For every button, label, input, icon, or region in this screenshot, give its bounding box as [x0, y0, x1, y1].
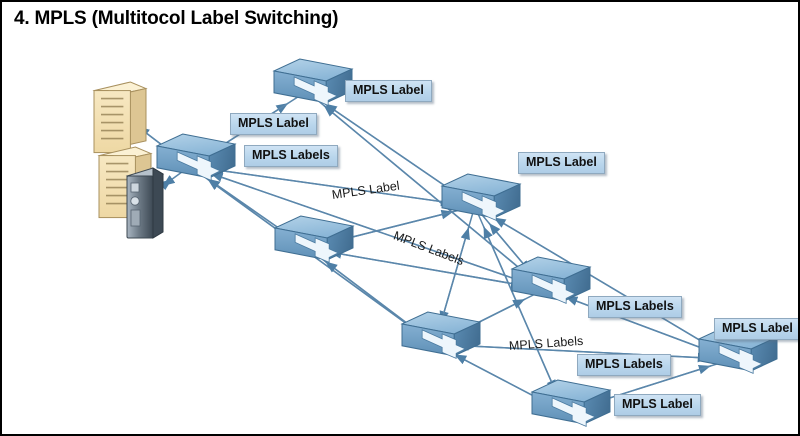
link-lines-group	[119, 90, 733, 413]
switch-arrow-glyph	[294, 233, 340, 264]
label-upper-left-plural: MPLS Labels	[244, 145, 338, 168]
server-tower-icon	[125, 167, 165, 239]
switch-top	[272, 58, 354, 107]
switch-arrow-glyph	[551, 397, 597, 428]
label-center-right: MPLS Label	[518, 152, 605, 175]
switch-mid-left	[273, 215, 355, 264]
switch-bottom	[530, 379, 612, 428]
label-upper-left: MPLS Label	[230, 113, 317, 136]
server-power-button	[130, 196, 140, 206]
switch-mid-right	[510, 256, 592, 305]
link-line	[323, 104, 546, 290]
link-line	[482, 226, 566, 413]
label-mid-right-plural: MPLS Labels	[588, 296, 682, 319]
link-line	[207, 178, 436, 345]
server-panel	[130, 209, 141, 227]
switch-lower-left	[400, 311, 482, 360]
label-far-right: MPLS Label	[714, 318, 798, 341]
switch-arrow-glyph	[718, 344, 764, 375]
switch-arrow-glyph	[176, 151, 222, 182]
page-title: 4. MPLS (Multitocol Label Switching)	[14, 8, 339, 29]
label-bottom-plural: MPLS Labels	[577, 354, 671, 377]
switch-arrow-glyph	[461, 191, 507, 222]
document-icon-top	[92, 81, 148, 154]
link-line	[493, 216, 733, 360]
switch-center	[440, 173, 522, 222]
link-line	[456, 341, 732, 360]
switch-arrow-glyph	[531, 274, 577, 305]
server-drive-bay	[130, 182, 140, 193]
switch-arrow-glyph	[293, 76, 339, 107]
label-bottom: MPLS Label	[614, 394, 701, 417]
device-icons-group	[92, 58, 779, 428]
label-top-right: MPLS Label	[345, 80, 432, 103]
link-line	[211, 166, 475, 207]
switch-left	[155, 133, 237, 182]
switch-arrow-glyph	[421, 329, 467, 360]
